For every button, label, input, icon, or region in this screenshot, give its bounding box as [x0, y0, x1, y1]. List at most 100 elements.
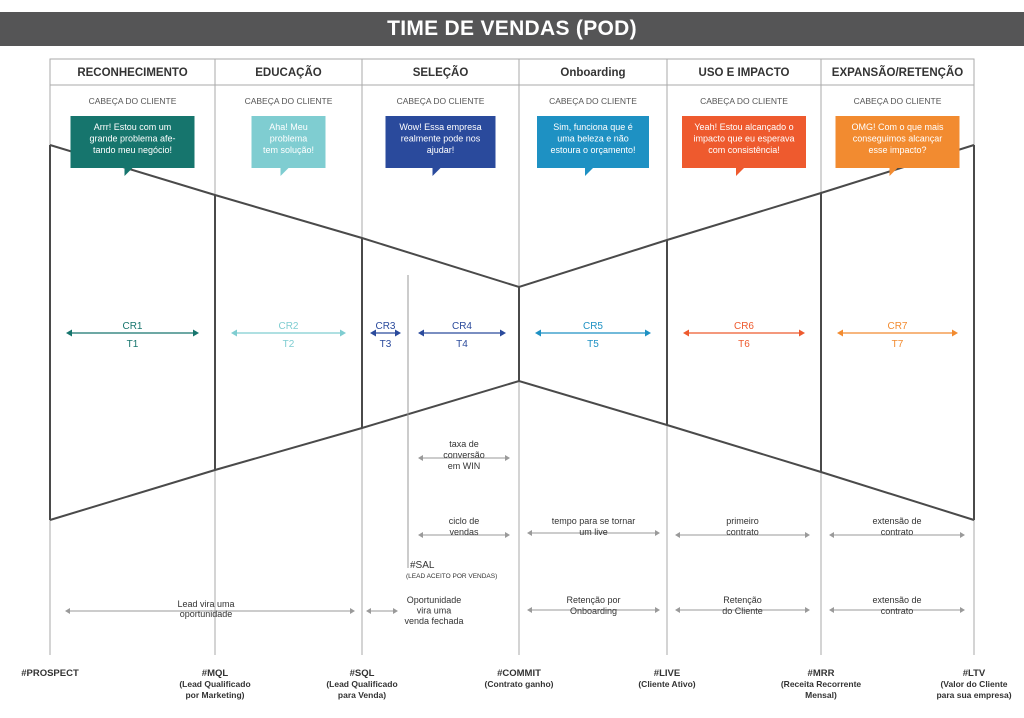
metric-arrow-head: [418, 532, 423, 538]
arrow-head-right: [395, 329, 401, 337]
arrow-head-right: [193, 329, 199, 337]
bubble-text: Sim, funciona que é: [553, 122, 633, 132]
metric-text: contrato: [881, 606, 914, 616]
t-label: T7: [892, 339, 904, 350]
metric-text: tempo para se tornar: [552, 516, 636, 526]
arrow-head-left: [837, 329, 843, 337]
bubble-text: realmente pode nos: [401, 134, 481, 144]
bubble-box: [682, 116, 806, 168]
metric-text: primeiro: [726, 516, 759, 526]
milestone-desc: (Lead Qualificado: [326, 679, 397, 689]
metric-text: um live: [579, 527, 608, 537]
metric-text: conversão: [443, 450, 485, 460]
metric-arrow-head: [805, 532, 810, 538]
bubble-text: conseguimos alcançar: [853, 134, 943, 144]
double-arrow: [683, 329, 805, 337]
bubble-text: estoura o orçamento!: [550, 145, 635, 155]
double-arrow: [66, 329, 199, 337]
stage-title: EDUCAÇÃO: [255, 66, 322, 79]
double-arrow: [231, 329, 346, 337]
metric-arrow-head: [393, 608, 398, 614]
metric-arrow: [418, 532, 510, 538]
metric-text: extensão de: [872, 595, 921, 605]
bubble-text: tando meu negócio!: [93, 145, 172, 155]
milestone-tag: #LTV: [963, 668, 986, 679]
metric-text: venda fechada: [404, 616, 463, 626]
milestone-tag: #SQL: [350, 668, 375, 679]
metric-arrow-head: [675, 607, 680, 613]
metric-text: Onboarding: [570, 606, 617, 616]
bubble-text: com consistência!: [708, 145, 780, 155]
metric-text: contrato: [881, 527, 914, 537]
metric-arrow: [527, 607, 660, 613]
arrow-head-left: [418, 329, 424, 337]
metric-arrow-head: [527, 607, 532, 613]
bubble-box: [251, 116, 326, 168]
title-bar: TIME DE VENDAS (POD): [0, 12, 1024, 46]
milestone-tag: #MQL: [202, 668, 229, 679]
double-arrow: [535, 329, 651, 337]
double-arrow: [370, 329, 401, 337]
metric-text: Lead vira uma: [177, 599, 234, 609]
arrow-head-right: [799, 329, 805, 337]
milestone-desc: (Receita Recorrente: [781, 679, 862, 689]
bubble-tail: [585, 168, 593, 176]
double-arrow: [837, 329, 958, 337]
stage-title: EXPANSÃO/RETENÇÃO: [832, 66, 963, 79]
t-label: T6: [738, 339, 750, 350]
milestone-desc: por Marketing): [185, 690, 244, 700]
bubble-box: [835, 116, 960, 168]
page-title: TIME DE VENDAS (POD): [387, 17, 637, 40]
milestone-tag: #LIVE: [654, 668, 680, 679]
metric-arrow-head: [65, 608, 70, 614]
cr-label: CR2: [278, 321, 298, 332]
milestone-desc: (Valor do Cliente: [940, 679, 1007, 689]
stage-subtitle: CABEÇA DO CLIENTE: [700, 96, 788, 106]
cr-label: CR6: [734, 321, 754, 332]
stage-title: Onboarding: [560, 67, 625, 79]
bowtie-bottom-edge: [49, 379, 975, 521]
metric-text: ciclo de: [449, 516, 480, 526]
cr-label: CR3: [375, 321, 395, 332]
stage-subtitle: CABEÇA DO CLIENTE: [89, 96, 177, 106]
cr-label: CR1: [122, 321, 142, 332]
stage-subtitle: CABEÇA DO CLIENTE: [245, 96, 333, 106]
header-row: [49, 58, 975, 86]
t-label: T3: [380, 339, 392, 350]
arrow-head-left: [683, 329, 689, 337]
stage-subtitle: CABEÇA DO CLIENTE: [397, 96, 485, 106]
metric-arrow-head: [505, 455, 510, 461]
metric-text: Oportunidade: [407, 595, 462, 605]
cr-label: CR7: [887, 321, 907, 332]
milestone-desc: para sua empresa): [936, 690, 1011, 700]
bubble-text: ajudar!: [427, 145, 455, 155]
bubble-tail: [889, 168, 898, 176]
metric-arrow-head: [655, 607, 660, 613]
arrow-head-right: [340, 329, 346, 337]
bubble-text: esse impacto?: [868, 145, 926, 155]
milestone-desc: (Contrato ganho): [485, 679, 554, 689]
milestone-tag: #MRR: [808, 668, 835, 679]
metric-arrow: [675, 607, 810, 613]
metric-arrow-head: [527, 530, 532, 536]
metric-arrow: [829, 532, 965, 538]
metric-text: do Cliente: [722, 606, 763, 616]
bubble-text: grande problema afe-: [89, 134, 175, 144]
milestone-desc: Mensal): [805, 690, 837, 700]
milestone-tag: #COMMIT: [497, 668, 541, 679]
t-label: T1: [127, 339, 139, 350]
metric-arrow: [418, 455, 510, 461]
bowtie-outline: [49, 144, 975, 521]
metrics: #SAL(LEAD ACEITO POR VENDAS)taxa deconve…: [65, 275, 965, 626]
bubble-tail: [736, 168, 744, 176]
sal-desc: (LEAD ACEITO POR VENDAS): [406, 573, 497, 580]
stage-subtitle: CABEÇA DO CLIENTE: [549, 96, 637, 106]
metric-arrow-head: [366, 608, 371, 614]
